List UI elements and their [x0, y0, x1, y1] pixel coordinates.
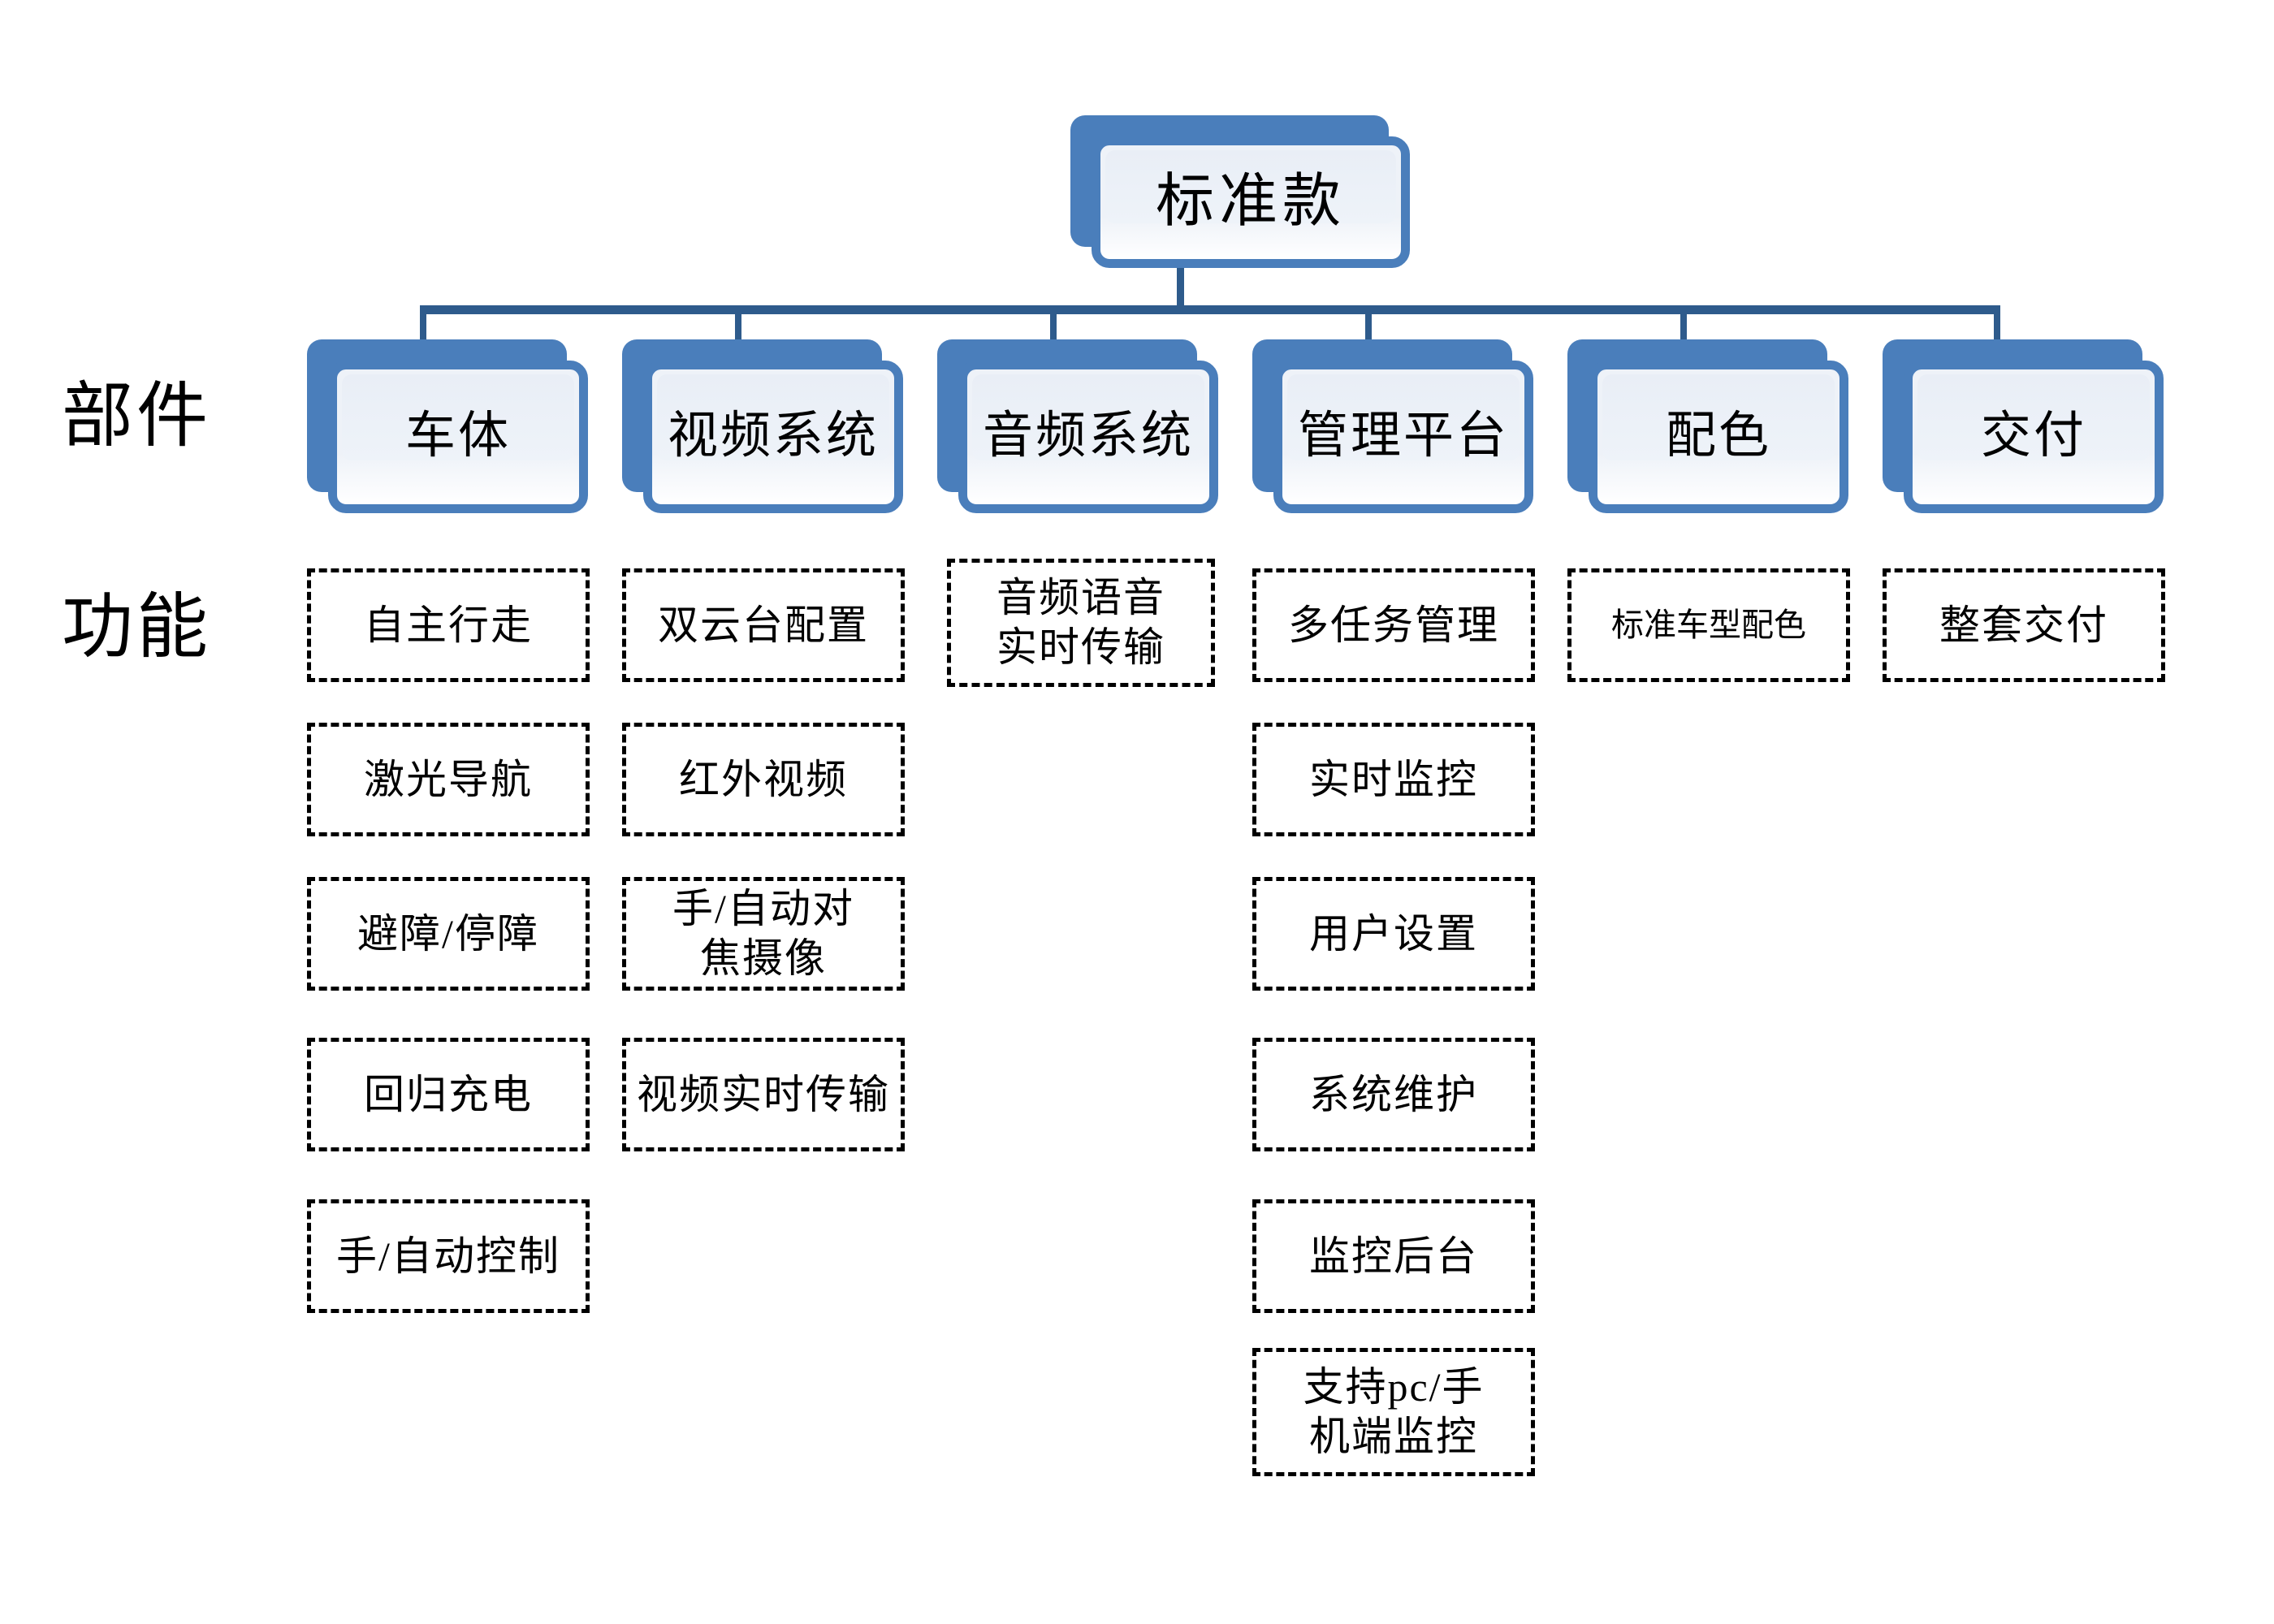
node-label: 标准款 — [1155, 169, 1346, 235]
connector-drop-5 — [1680, 305, 1687, 352]
function-box[interactable]: 避障/停障 — [307, 877, 590, 991]
function-box[interactable]: 标准车型配色 — [1567, 568, 1850, 682]
function-box[interactable]: 双云台配置 — [622, 568, 905, 682]
function-label: 手/自动对 焦摄像 — [672, 886, 854, 981]
function-label: 视频实时传输 — [637, 1071, 890, 1117]
connector-drop-2 — [735, 305, 741, 352]
node-label: 音频系统 — [982, 408, 1194, 464]
row-label-functions: 功能 — [62, 589, 212, 667]
function-box[interactable]: 手/自动控制 — [307, 1199, 590, 1313]
node-face: 配色 — [1589, 361, 1848, 513]
connector-bus — [420, 305, 2000, 314]
function-box[interactable]: 自主行走 — [307, 568, 590, 682]
node-label: 配色 — [1665, 408, 1771, 464]
node-component-body[interactable]: 车体 — [307, 339, 588, 513]
function-box[interactable]: 激光导航 — [307, 723, 590, 836]
function-box[interactable]: 整套交付 — [1883, 568, 2165, 682]
connector-drop-3 — [1050, 305, 1057, 352]
function-box[interactable]: 红外视频 — [622, 723, 905, 836]
node-label: 车体 — [404, 408, 511, 464]
node-face: 音频系统 — [958, 361, 1218, 513]
node-component-colorway[interactable]: 配色 — [1567, 339, 1848, 513]
function-box[interactable]: 监控后台 — [1252, 1199, 1535, 1313]
function-label: 多任务管理 — [1288, 602, 1499, 648]
node-root-standard-model[interactable]: 标准款 — [1070, 115, 1410, 268]
function-label: 用户设置 — [1309, 910, 1478, 957]
node-component-audio[interactable]: 音频系统 — [937, 339, 1218, 513]
node-face: 标准款 — [1092, 136, 1410, 268]
function-box[interactable]: 音频语音 实时传输 — [947, 559, 1215, 687]
connector-drop-4 — [1365, 305, 1372, 352]
node-component-platform[interactable]: 管理平台 — [1252, 339, 1533, 513]
row-label-components: 部件 — [62, 378, 212, 456]
node-face: 视频系统 — [643, 361, 903, 513]
function-box[interactable]: 系统维护 — [1252, 1038, 1535, 1151]
function-label: 标准车型配色 — [1611, 606, 1806, 643]
function-label: 系统维护 — [1309, 1071, 1478, 1117]
node-component-delivery[interactable]: 交付 — [1883, 339, 2164, 513]
connector-root-stem — [1177, 268, 1184, 312]
node-label: 视频系统 — [667, 408, 879, 464]
function-box[interactable]: 回归充电 — [307, 1038, 590, 1151]
connector-drop-6 — [1994, 305, 2000, 352]
function-label: 手/自动控制 — [336, 1233, 560, 1279]
function-label: 红外视频 — [679, 756, 848, 802]
function-label: 双云台配置 — [658, 602, 869, 648]
function-box[interactable]: 视频实时传输 — [622, 1038, 905, 1151]
node-face: 管理平台 — [1273, 361, 1533, 513]
function-label: 音频语音 实时传输 — [996, 575, 1165, 670]
function-label: 激光导航 — [364, 756, 533, 802]
function-label: 自主行走 — [364, 602, 533, 648]
node-face: 车体 — [328, 361, 588, 513]
connector-drop-1 — [420, 305, 426, 352]
function-box[interactable]: 实时监控 — [1252, 723, 1535, 836]
function-box[interactable]: 多任务管理 — [1252, 568, 1535, 682]
function-label: 避障/停障 — [357, 910, 539, 957]
node-label: 交付 — [1980, 408, 2086, 464]
function-label: 整套交付 — [1939, 602, 2108, 648]
node-label: 管理平台 — [1297, 408, 1509, 464]
function-label: 支持pc/手 机端监控 — [1303, 1364, 1485, 1459]
function-box[interactable]: 支持pc/手 机端监控 — [1252, 1348, 1535, 1476]
node-face: 交付 — [1904, 361, 2164, 513]
function-label: 实时监控 — [1309, 756, 1478, 802]
function-label: 回归充电 — [364, 1071, 533, 1117]
function-label: 监控后台 — [1309, 1233, 1478, 1279]
function-box[interactable]: 用户设置 — [1252, 877, 1535, 991]
node-component-video[interactable]: 视频系统 — [622, 339, 903, 513]
function-box[interactable]: 手/自动对 焦摄像 — [622, 877, 905, 991]
